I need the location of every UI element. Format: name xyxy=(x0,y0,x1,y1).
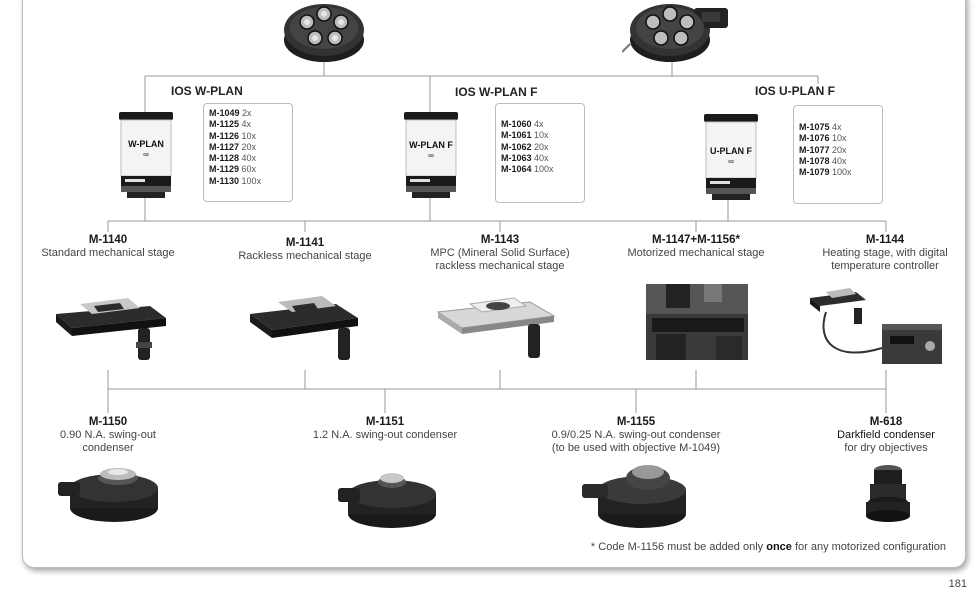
header-ios-w-plan: IOS W-PLAN xyxy=(171,84,243,98)
heating-stage-image xyxy=(810,288,942,364)
code-row: M-1125 4x xyxy=(209,119,252,130)
page-number: 181 xyxy=(948,578,967,590)
condenser-m1151-image xyxy=(338,473,436,528)
infinity-icon: ∞ xyxy=(143,150,149,159)
code-row: M-1127 20x xyxy=(209,141,257,152)
code-row: M-1078 40x xyxy=(799,155,847,166)
codes-w-plan-box: M-1049 2x M-1125 4x M-1126 10x M-1127 20… xyxy=(203,103,293,202)
stage-m1144: M-1144 Heating stage, with digital tempe… xyxy=(822,234,948,272)
objective-w-plan-f-label: W-PLAN F xyxy=(409,140,453,150)
nosepiece-quintuple-image xyxy=(284,4,364,62)
code-row: M-1077 20x xyxy=(799,144,847,155)
codes-w-plan-f-box: M-1060 4x M-1061 10x M-1062 20x M-1063 4… xyxy=(495,103,585,203)
condenser-m618: M-618 Darkfield condenser for dry object… xyxy=(837,416,935,454)
mpc-stage-image xyxy=(436,297,556,358)
content-panel xyxy=(22,0,966,568)
stage-m1140: M-1140 Standard mechanical stage xyxy=(41,234,175,259)
objective-w-plan-f-image: W-PLAN F ∞ xyxy=(402,112,460,198)
motorized-stage-image xyxy=(646,284,748,360)
nosepiece-dic-image xyxy=(622,4,728,62)
footnote: * Code M-1156 must be added only once fo… xyxy=(590,541,946,553)
code-row: M-1062 20x xyxy=(501,141,549,152)
stage-m1141: M-1141 Rackless mechanical stage xyxy=(238,237,372,262)
code-row: M-1126 10x xyxy=(209,130,257,141)
header-ios-u-plan-f: IOS U-PLAN F xyxy=(755,84,835,98)
objective-u-plan-f-label: U-PLAN F xyxy=(710,146,752,156)
condenser-m618-image xyxy=(866,465,910,522)
condenser-m1155-image xyxy=(582,465,686,528)
code-row: M-1076 10x xyxy=(799,133,847,144)
infinity-icon: ∞ xyxy=(728,157,734,166)
objective-w-plan-image: W-PLAN ∞ xyxy=(117,112,175,198)
codes-u-plan-f-box: M-1075 4x M-1076 10x M-1077 20x M-1078 4… xyxy=(793,105,883,204)
rackless-stage-image xyxy=(250,296,358,360)
standard-stage-image xyxy=(56,298,166,360)
code-row: M-1130 100x xyxy=(209,175,262,186)
code-row: M-1079 100x xyxy=(799,167,852,178)
code-row: M-1063 40x xyxy=(501,152,549,163)
condenser-m1150: M-1150 0.90 N.A. swing-out condenser xyxy=(60,416,156,454)
stage-m1147: M-1147+M-1156* Motorized mechanical stag… xyxy=(627,234,765,259)
code-row: M-1064 100x xyxy=(501,164,554,175)
code-row: M-1128 40x xyxy=(209,153,257,164)
stage-m1143: M-1143 MPC (Mineral Solid Surface) rackl… xyxy=(430,234,570,272)
header-ios-w-plan-f: IOS W-PLAN F xyxy=(455,85,538,99)
code-row: M-1060 4x xyxy=(501,119,544,129)
code-row: M-1075 4x xyxy=(799,122,842,132)
code-row: M-1049 2x xyxy=(209,108,252,118)
condenser-m1155: M-1155 0.9/0.25 N.A. swing-out condenser… xyxy=(551,416,721,454)
code-row: M-1061 10x xyxy=(501,130,549,141)
condenser-m1151: M-1151 1.2 N.A. swing-out condenser xyxy=(312,416,458,441)
infinity-icon: ∞ xyxy=(428,151,434,160)
condenser-m1150-image xyxy=(58,468,158,522)
objective-w-plan-label: W-PLAN xyxy=(128,139,164,149)
code-row: M-1129 60x xyxy=(209,164,257,175)
objective-u-plan-f-image: U-PLAN F ∞ xyxy=(702,114,760,200)
